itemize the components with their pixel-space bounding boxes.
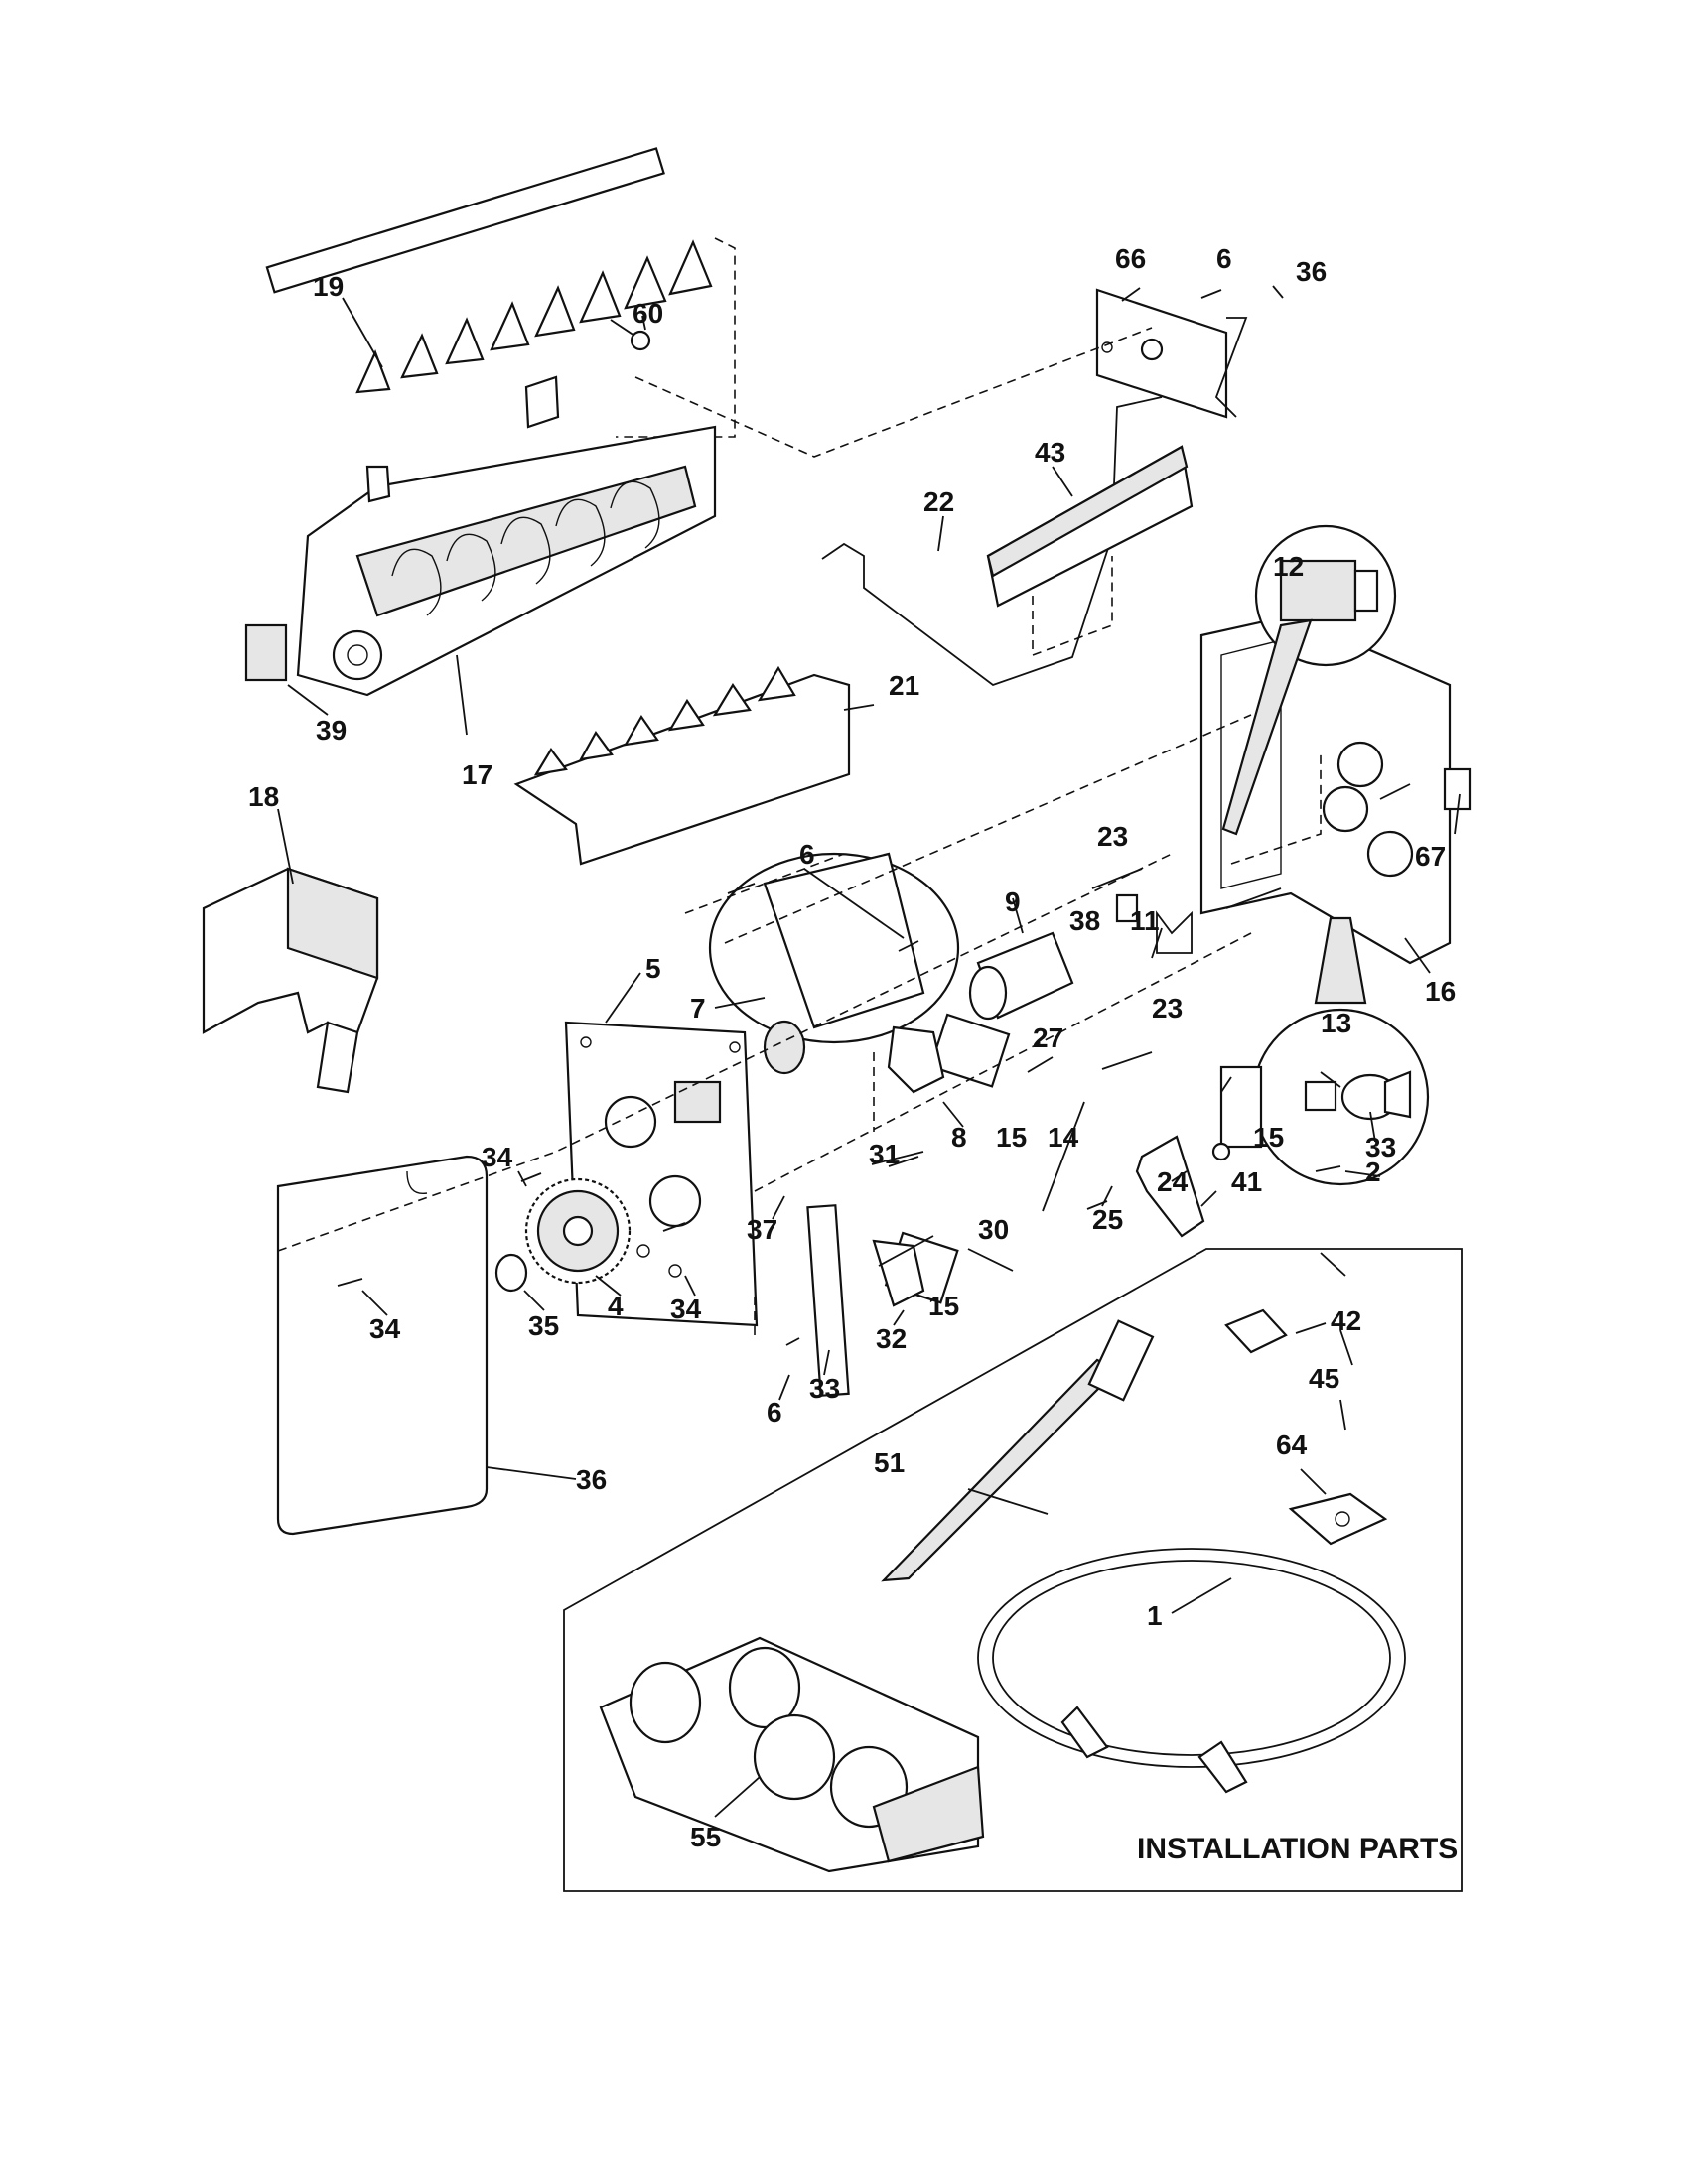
screws <box>337 289 1353 1366</box>
callout-40: 36 <box>1296 256 1327 287</box>
callout-37: 37 <box>747 1214 777 1245</box>
clip-part-11 <box>1156 910 1193 954</box>
callout-labels: 19 60 66 6 36 43 22 12 21 39 17 18 6 23 … <box>248 243 1458 1865</box>
callout-45: 45 <box>1309 1363 1339 1394</box>
callout-43: 43 <box>1035 437 1065 468</box>
callout-38: 38 <box>1069 905 1100 936</box>
coupler-part-9 <box>968 931 1074 1021</box>
connector-part-67 <box>1443 767 1472 811</box>
callout-11: 11 <box>1130 905 1160 936</box>
installation-parts-label: INSTALLATION PARTS <box>1137 1833 1458 1865</box>
callout-27: 27 <box>1033 1023 1063 1053</box>
motor-part-7 <box>708 852 960 1075</box>
wire-part-22 <box>821 396 1163 687</box>
insulator-part-31 <box>872 1239 925 1307</box>
installation-parts-box <box>563 1248 1463 1892</box>
callout-34-a: 34 <box>482 1142 513 1172</box>
callout-6-top: 6 <box>1216 243 1232 274</box>
callout-24: 24 <box>1157 1166 1189 1197</box>
actuator-part-8 <box>887 1025 945 1094</box>
callout-19: 18 <box>248 781 279 812</box>
lever-part-24 <box>1135 1135 1205 1238</box>
water-valve-part-55 <box>599 1636 985 1873</box>
callout-5: 5 <box>645 953 661 984</box>
callout-60: 60 <box>633 298 663 329</box>
clip-part-38 <box>1115 893 1139 923</box>
callout-15-b: 15 <box>928 1291 959 1321</box>
callout-67: 67 <box>1415 841 1446 872</box>
callout-15-a: 15 <box>996 1122 1027 1153</box>
ejector-part-18 <box>265 147 736 438</box>
callout-15-c: 15 <box>1253 1122 1284 1153</box>
callout-14: 14 <box>1048 1122 1079 1153</box>
callout-41: 41 <box>1231 1166 1262 1197</box>
callout-8: 8 <box>951 1122 967 1153</box>
screw-part-60 <box>610 319 651 351</box>
bracket-part-66 <box>1095 288 1248 419</box>
callout-23-b: 23 <box>1152 993 1183 1024</box>
callout-51: 51 <box>874 1447 905 1478</box>
stripper-part-21 <box>513 665 851 866</box>
callout-39: 39 <box>316 715 347 746</box>
callout-12: 12 <box>1273 551 1304 582</box>
callout-36: 36 <box>576 1464 607 1495</box>
callout-4: 4 <box>608 1291 624 1321</box>
callout-2: 2 <box>1365 1157 1381 1187</box>
callout-16: 16 <box>1425 976 1456 1007</box>
callout-33: 33 <box>1365 1132 1396 1162</box>
callout-23-a: 23 <box>1097 821 1128 852</box>
clamp-part-42 <box>1224 1308 1288 1354</box>
callout-34-b: 34 <box>670 1294 702 1324</box>
callout-18: 19 <box>313 271 344 302</box>
callout-6-motor: 6 <box>799 839 815 870</box>
clip-part-64 <box>1288 1492 1388 1546</box>
water-line-part-1 <box>977 1548 1406 1794</box>
assembly-dashed-lines <box>277 714 1252 1335</box>
shutoff-arm-part-43 <box>986 445 1194 657</box>
callout-7: 7 <box>690 993 706 1024</box>
spacer-part-32 <box>806 1204 850 1397</box>
leader-lines <box>277 285 1461 1818</box>
callout-32: 33 <box>809 1373 840 1404</box>
callout-22: 22 <box>923 486 954 517</box>
callout-1: 1 <box>1147 1600 1163 1631</box>
thermostat-13-detail <box>1251 916 1430 1186</box>
adapter-part-51 <box>881 1319 1155 1582</box>
switch-part-15-c <box>1219 1065 1263 1149</box>
callout-25: 25 <box>1092 1204 1123 1235</box>
gear-part-4 <box>524 1177 632 1285</box>
front-cover-part-36 <box>276 1155 489 1536</box>
callout-13: 13 <box>1321 1008 1351 1038</box>
springs <box>871 1101 1085 1267</box>
switch-part-15-a <box>928 1013 1011 1088</box>
callout-9: 9 <box>1005 887 1021 917</box>
callout-29: 30 <box>978 1214 1009 1245</box>
washer-part-35 <box>494 1253 528 1293</box>
callout-21: 21 <box>889 670 919 701</box>
washer-part-41 <box>1211 1142 1231 1161</box>
callout-34-c: 34 <box>369 1313 401 1344</box>
label-part-39 <box>244 623 288 682</box>
callout-31: 32 <box>876 1323 907 1354</box>
callout-64: 64 <box>1276 1430 1308 1460</box>
callout-6-bottom: 6 <box>767 1397 782 1428</box>
connector-12-detail <box>1221 524 1397 836</box>
cover-part-19 <box>202 867 379 1094</box>
callout-66: 66 <box>1115 243 1146 274</box>
ice-mold-part-17 <box>296 375 717 697</box>
callout-30: 31 <box>869 1139 900 1169</box>
callout-55: 55 <box>690 1822 721 1852</box>
callout-17: 17 <box>462 759 492 790</box>
callout-35: 35 <box>528 1310 559 1341</box>
callout-42: 42 <box>1331 1305 1361 1336</box>
